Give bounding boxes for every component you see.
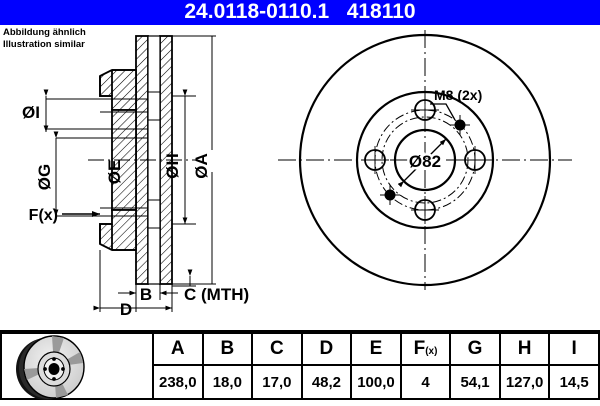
cross-section-view: ØI ØG ØE ØH: [22, 35, 249, 319]
table-value-a: 238,0: [152, 364, 204, 400]
table-header-d: D: [300, 332, 353, 366]
label-diameter-e: ØE: [105, 160, 124, 185]
front-view: M8 (2x) Ø82: [278, 30, 572, 290]
label-dim-b: B: [140, 285, 152, 304]
dimension-diameter-i: [43, 89, 148, 132]
dimension-diameter-e: [100, 111, 148, 209]
label-center-bore: Ø82: [409, 152, 441, 171]
dimension-center-bore: [397, 138, 447, 188]
section-outline: [99, 69, 136, 251]
dimension-diameter-a: [172, 35, 216, 285]
illustration-note: Abbildung ähnlich Illustration similar: [3, 27, 86, 50]
table-value-row: 238,0 18,0 17,0 48,2 100,0 4 54,1 127,0 …: [1, 364, 600, 400]
part-number-title: 24.0118-0110.1 418110: [184, 0, 416, 23]
dimension-diameter-g: [53, 131, 148, 217]
label-diameter-i: ØI: [22, 103, 40, 122]
dimensions-table-wrapper: A B C D E F(x) G H I 238,0 18,0 17,0 48,…: [0, 330, 600, 400]
m8-thread-hole: [380, 185, 400, 205]
table-value-d: 48,2: [300, 364, 353, 400]
label-m8-thread: M8 (2x): [434, 87, 482, 103]
center-bore-circle: [393, 128, 457, 192]
table-header-e: E: [350, 332, 402, 366]
bolt-hole: [361, 146, 389, 174]
table-header-fx: F(x): [399, 332, 452, 366]
product-thumbnail-cell: [0, 332, 154, 400]
table-header-fx-sub: (x): [425, 346, 438, 357]
bolt-hole: [411, 196, 439, 224]
table-value-h: 127,0: [498, 364, 551, 400]
vent-ribs: [148, 91, 160, 229]
label-dim-d: D: [120, 300, 132, 319]
outer-disc-circle: [298, 33, 552, 287]
bolt-hole-group: [361, 96, 489, 224]
title-bar: 24.0118-0110.1 418110: [0, 0, 600, 25]
table-value-e: 100,0: [350, 364, 402, 400]
bolt-hole: [461, 146, 489, 174]
table-value-fx: 4: [399, 364, 452, 400]
table-header-c: C: [251, 332, 303, 366]
label-force-fx: F(x): [29, 207, 58, 224]
hat-outer-circle: [355, 90, 495, 230]
table-header-g: G: [449, 332, 501, 366]
bolt-hole: [411, 96, 439, 124]
m8-thread-hole: [450, 115, 470, 135]
dimension-thickness: [93, 250, 196, 312]
m8-thread-hole-group: [380, 115, 470, 205]
table-header-row: A B C D E F(x) G H I: [0, 332, 600, 400]
label-dim-c: C (MTH): [184, 285, 249, 304]
table-value-g: 54,1: [449, 364, 501, 400]
label-diameter-g: ØG: [35, 164, 54, 190]
table-value-c: 17,0: [251, 364, 303, 400]
m8-leader: [430, 103, 456, 121]
table-header-i: I: [548, 332, 600, 366]
brake-disc-thumbnail: [2, 334, 152, 400]
table-header-fx-main: F: [413, 338, 426, 359]
label-diameter-h: ØH: [163, 153, 182, 179]
dimensions-table: A B C D E F(x) G H I 238,0 18,0 17,0 48,…: [0, 332, 600, 400]
table-value-b: 18,0: [201, 364, 254, 400]
table-header-h: H: [498, 332, 551, 366]
table-value-i: 14,5: [548, 364, 600, 400]
table-header-a: A: [152, 332, 204, 366]
table-header-b: B: [201, 332, 254, 366]
dimension-diameter-h: [172, 89, 196, 225]
label-diameter-a: ØA: [192, 153, 211, 179]
